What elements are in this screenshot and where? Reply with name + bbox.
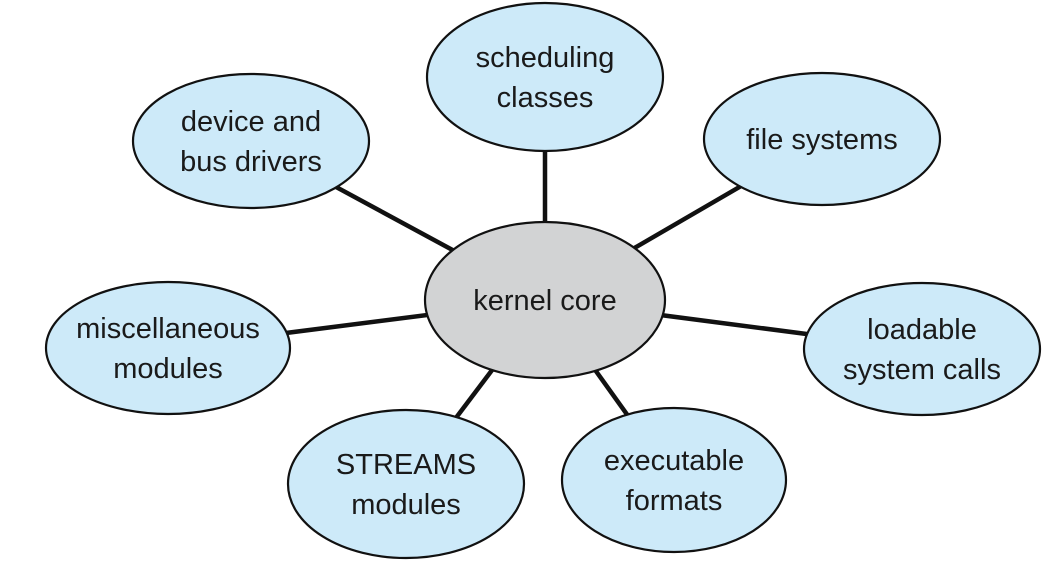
- miscellaneous-modules-label-line-2: modules: [113, 353, 223, 385]
- miscellaneous-modules-label-line-1: miscellaneous: [76, 313, 260, 345]
- scheduling-classes-label-line-2: classes: [497, 82, 594, 114]
- node-streams-modules: STREAMS modules: [286, 408, 526, 560]
- node-kernel-core: kernel core: [423, 220, 667, 380]
- device-and-bus-drivers-label-line-1: device and: [181, 106, 321, 138]
- node-device-and-bus-drivers: device and bus drivers: [131, 72, 371, 210]
- kernel-core-ellipse: [423, 220, 667, 380]
- miscellaneous-modules-ellipse: [44, 280, 292, 416]
- device-and-bus-drivers-label-line-2: bus drivers: [180, 146, 322, 178]
- node-file-systems: file systems: [702, 71, 942, 207]
- file-systems-label-line-1: file systems: [746, 124, 897, 156]
- loadable-system-calls-label-line-1: loadable: [867, 314, 977, 346]
- loadable-system-calls-label-line-2: system calls: [843, 354, 1001, 386]
- node-miscellaneous-modules: miscellaneous modules: [44, 280, 292, 416]
- executable-formats-label-line-1: executable: [604, 445, 744, 477]
- kernel-core-label-line-1: kernel core: [473, 285, 616, 317]
- streams-modules-ellipse: [286, 408, 526, 560]
- streams-modules-label-line-2: modules: [351, 489, 461, 521]
- node-executable-formats: executable formats: [560, 406, 788, 554]
- executable-formats-ellipse: [560, 406, 788, 554]
- loadable-system-calls-ellipse: [802, 281, 1042, 417]
- file-systems-ellipse: [702, 71, 942, 207]
- nodes: device and bus drivers scheduling classes fi…: [44, 1, 1042, 560]
- node-loadable-system-calls: loadable system calls: [802, 281, 1042, 417]
- executable-formats-label-line-2: formats: [626, 485, 723, 517]
- streams-modules-label-line-1: STREAMS: [336, 449, 476, 481]
- scheduling-classes-ellipse: [425, 1, 665, 153]
- device-and-bus-drivers-ellipse: [131, 72, 371, 210]
- node-scheduling-classes: scheduling classes: [425, 1, 665, 153]
- scheduling-classes-label-line-1: scheduling: [476, 42, 615, 74]
